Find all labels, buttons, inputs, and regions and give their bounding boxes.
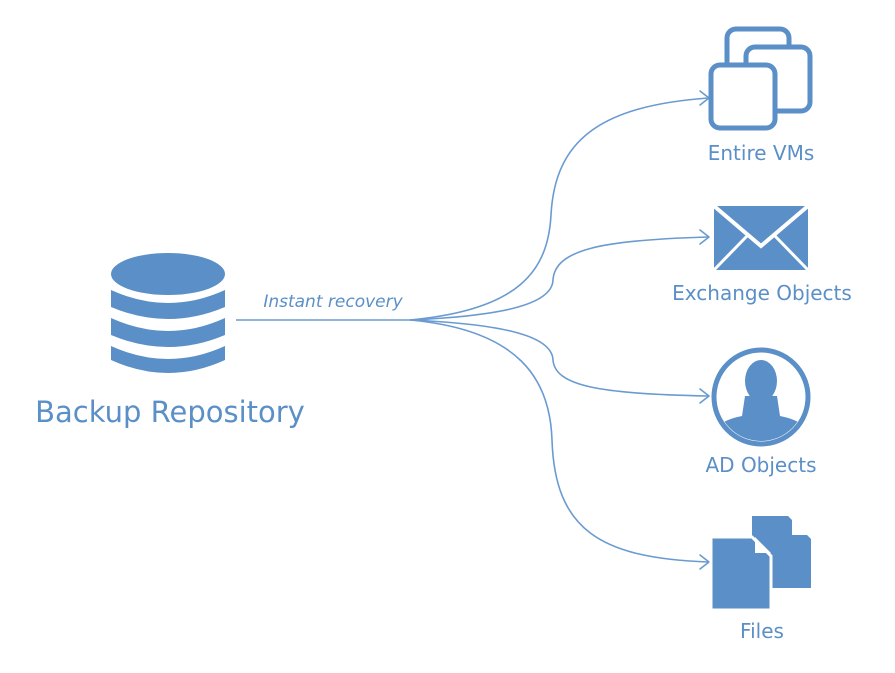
arrowheads [699,90,710,570]
branch-line-files [409,319,709,563]
branch-line-exchange [409,236,709,321]
database-icon [111,253,225,373]
branch-line-ad [409,319,709,397]
connector-label: Instant recovery [263,292,403,312]
arrowhead-exchange [699,229,710,245]
target-label-exchange: Exchange Objects [672,281,852,305]
target-label-vms: Entire VMs [708,141,815,165]
branch-line-vms [409,97,709,321]
flow-lines [236,97,709,563]
envelope-icon [712,204,810,272]
user-avatar-icon [711,347,811,447]
target-label-ad: AD Objects [706,453,817,477]
arrowhead-files [699,554,710,570]
source-label: Backup Repository [35,395,305,429]
virtual-machines-icon [708,26,813,131]
arrowhead-ad [699,388,710,404]
target-label-files: Files [740,619,784,643]
documents-icon [709,516,811,612]
